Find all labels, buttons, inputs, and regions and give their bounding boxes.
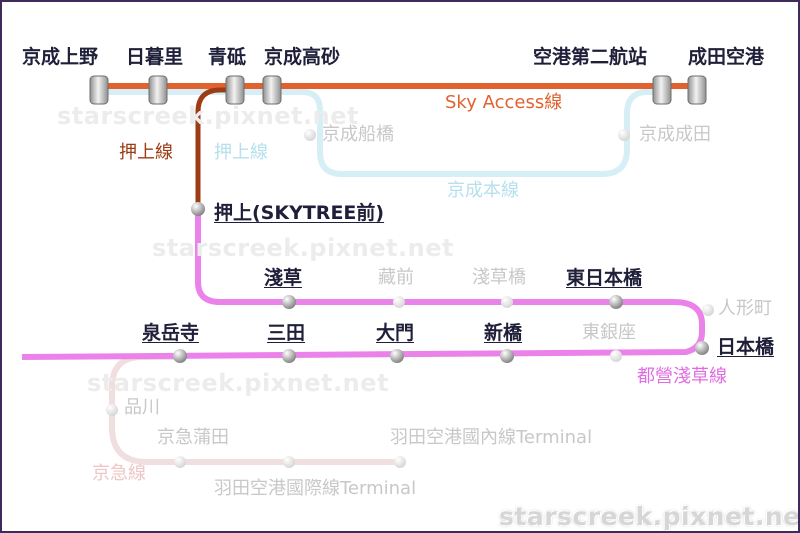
- dot-higashi-ginza: [610, 350, 622, 362]
- line-label-keisei-main: 京成本線: [447, 180, 519, 201]
- station-label-keikyu-kamata: 京急蒲田: [157, 427, 229, 448]
- station-box-nippori: [148, 75, 168, 105]
- station-box-airport-t2: [652, 75, 672, 105]
- dot-higashi-nihombashi: [609, 295, 623, 309]
- station-label-daimon[interactable]: 大門: [376, 322, 415, 344]
- dot-haneda-international: [283, 456, 295, 468]
- oshiage-line: [195, 87, 234, 209]
- dot-ningyocho: [702, 304, 714, 316]
- station-label-nihombashi[interactable]: 日本橋: [717, 336, 775, 358]
- station-box-narita-airport: [687, 75, 707, 105]
- dot-nihombashi: [695, 341, 709, 355]
- station-label-mita[interactable]: 三田: [267, 322, 306, 344]
- dot-shimbashi: [500, 349, 514, 363]
- station-label-keisei-ueno[interactable]: 京成上野: [22, 46, 99, 68]
- dot-daimon: [390, 349, 404, 363]
- station-boxes: [89, 75, 707, 105]
- station-label-shinagawa: 品川: [124, 397, 160, 418]
- line-label-oshiage-faded: 押上線: [214, 142, 268, 163]
- dot-shinagawa: [106, 404, 118, 416]
- dot-keikyu-kamata: [174, 456, 186, 468]
- station-label-haneda-domestic: 羽田空港國內線Terminal: [390, 427, 593, 448]
- station-label-asakusa[interactable]: 淺草: [264, 267, 303, 289]
- station-box-keisei-takasago: [262, 75, 282, 105]
- station-label-higashi-nihombashi[interactable]: 東日本橋: [566, 267, 643, 289]
- line-label-oshiage: 押上線: [119, 142, 173, 163]
- station-label-shimbashi[interactable]: 新橋: [484, 322, 523, 344]
- station-label-haneda-international: 羽田空港國際線Terminal: [214, 478, 417, 499]
- watermark: starscreek.pixnet.net: [152, 234, 454, 262]
- dot-oshiage: [191, 202, 205, 216]
- watermark: starscreek.pixnet.net: [87, 369, 389, 397]
- station-label-aoto[interactable]: 青砥: [208, 46, 247, 68]
- station-label-higashi-ginza: 東銀座: [582, 322, 636, 343]
- keisei-main-line: [272, 89, 662, 177]
- station-label-keisei-funabashi: 京成船橋: [322, 124, 394, 145]
- station-label-keisei-narita: 京成成田: [639, 124, 711, 145]
- station-label-keisei-takasago[interactable]: 京成高砂: [264, 46, 341, 68]
- dot-sengakuji: [173, 349, 187, 363]
- watermark: starscreek.pixnet.net: [57, 102, 359, 130]
- station-label-airport-t2[interactable]: 空港第二航站: [533, 46, 648, 68]
- watermark: starscreek.pixnet.net: [499, 502, 800, 531]
- line-label-sky-access: Sky Access線: [445, 92, 563, 113]
- dot-kuramae: [393, 296, 405, 308]
- dot-mita: [282, 349, 296, 363]
- faded-station-dots: [106, 129, 714, 468]
- station-label-ningyocho: 人形町: [718, 298, 772, 319]
- station-label-asakusabashi: 淺草橋: [472, 267, 526, 288]
- station-label-narita-airport[interactable]: 成田空港: [688, 46, 765, 68]
- dot-asakusa: [282, 295, 296, 309]
- dot-keisei-narita: [618, 129, 630, 141]
- station-dots: [173, 202, 709, 363]
- station-label-sengakuji[interactable]: 泉岳寺: [142, 322, 200, 344]
- dot-keisei-funabashi: [304, 129, 316, 141]
- station-label-kuramae: 藏前: [378, 267, 414, 288]
- station-box-keisei-ueno: [89, 75, 109, 105]
- dot-haneda-domestic: [394, 456, 406, 468]
- station-box-aoto: [225, 75, 245, 105]
- station-label-nippori[interactable]: 日暮里: [126, 46, 184, 68]
- station-label-oshiage[interactable]: 押上(SKYTREE前): [214, 202, 385, 224]
- dot-asakusabashi: [501, 296, 513, 308]
- line-label-keikyu: 京急線: [92, 463, 146, 484]
- line-label-asakusa: 都營淺草線: [637, 366, 727, 387]
